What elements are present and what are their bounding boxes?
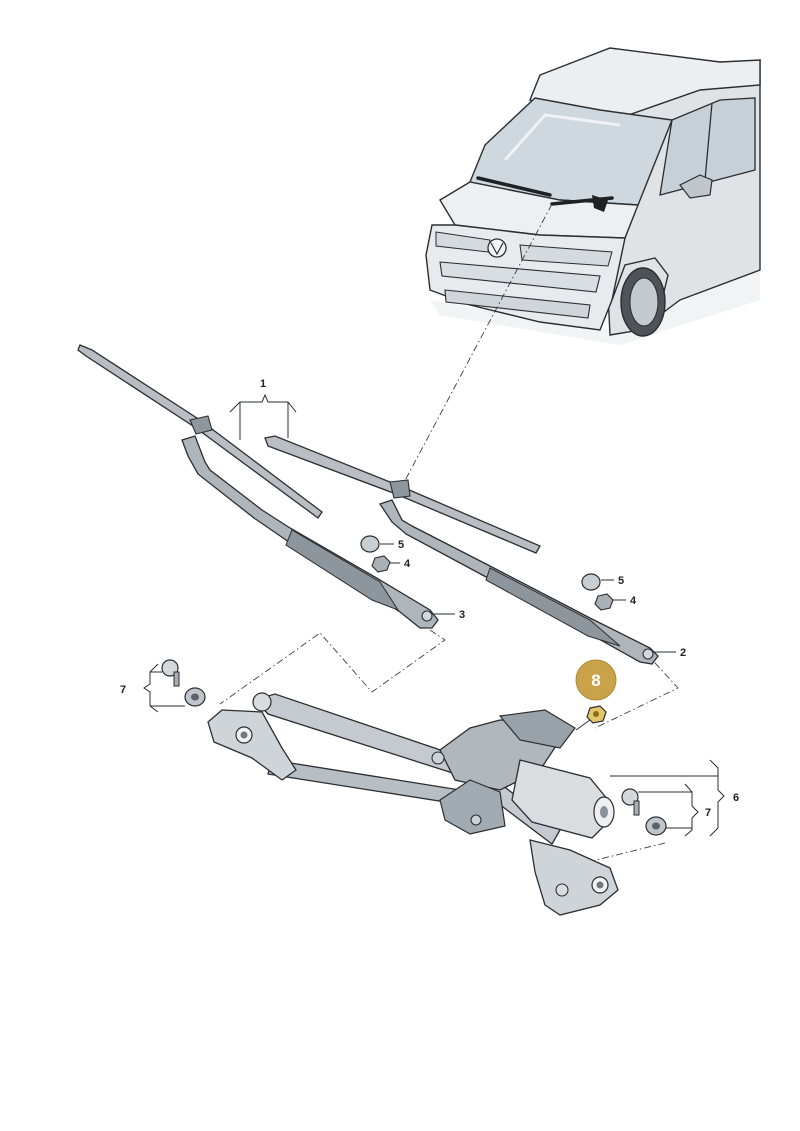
wiper-arm-left — [181, 435, 439, 629]
bolt-left — [161, 659, 180, 687]
hex-nut-right — [594, 593, 614, 611]
callout-3: 3 — [459, 609, 465, 621]
cover-cap-right — [581, 573, 601, 591]
callout-6: 6 — [733, 792, 739, 804]
wiper-arm-right — [378, 499, 659, 665]
bushing-right — [645, 816, 667, 836]
callout-1: 1 — [260, 378, 266, 390]
callout-7-left: 7 — [120, 684, 126, 696]
callout-lines — [143, 393, 725, 837]
callout-7-right: 7 — [705, 807, 711, 819]
bushing-left — [184, 687, 206, 707]
callout-4-right: 4 — [630, 595, 637, 607]
wiper-motor — [431, 709, 615, 839]
cover-cap-left — [360, 535, 380, 553]
callout-4-left: 4 — [404, 558, 411, 570]
wiper-blade-right — [264, 435, 541, 554]
callout-8: 8 — [591, 671, 600, 690]
highlight-badge-8: 8 — [575, 659, 617, 701]
wiper-blade-left — [77, 344, 323, 519]
callout-5-right: 5 — [618, 575, 624, 587]
vehicle-illustration — [425, 47, 761, 345]
callout-2: 2 — [680, 647, 686, 659]
wiper-linkage-frame — [207, 692, 619, 916]
leader-lines — [219, 203, 679, 863]
nut-part-8 — [575, 705, 607, 731]
hex-nut-left — [371, 555, 391, 573]
callout-5-left: 5 — [398, 539, 404, 551]
bolt-right — [621, 788, 640, 816]
